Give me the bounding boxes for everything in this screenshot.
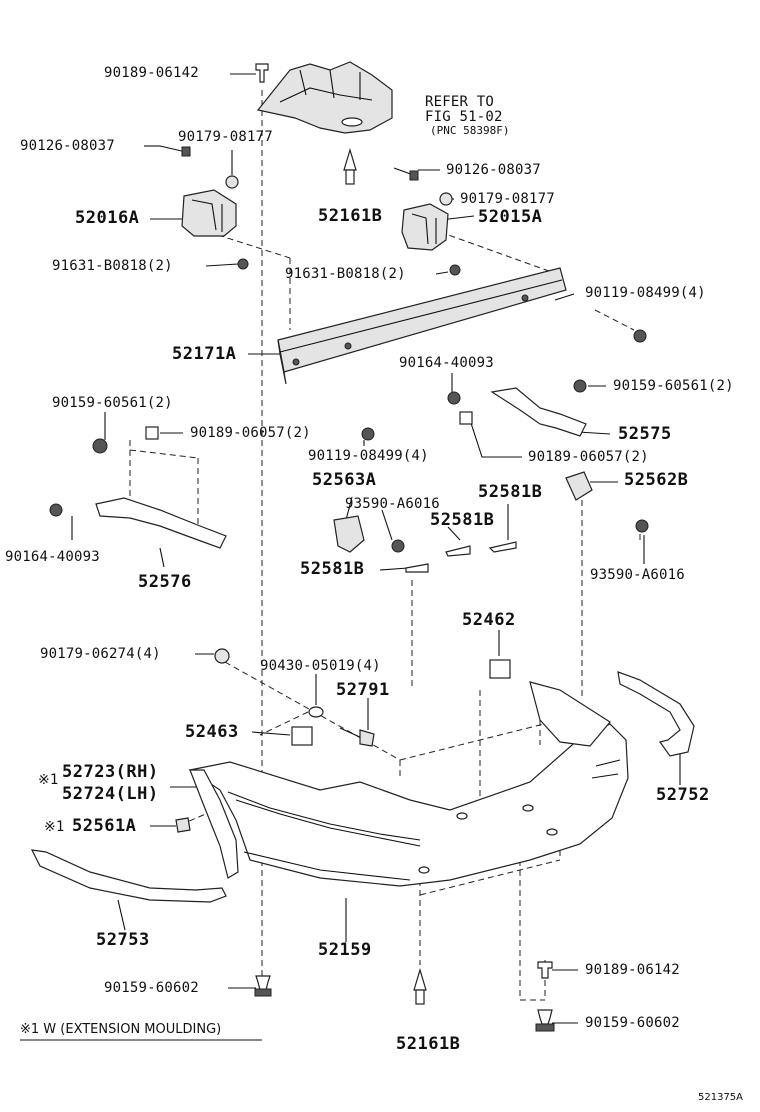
bumper-cover-52159	[188, 681, 629, 887]
label-52752: 52752	[656, 785, 710, 805]
label-90126-08037-left: 90126-08037	[20, 138, 115, 154]
retainer-52575	[490, 387, 587, 437]
label-52463: 52463	[185, 722, 239, 742]
label-52016A: 52016A	[75, 208, 140, 228]
bracket-52016A	[181, 189, 237, 237]
label-52723: 52723(RH)	[62, 762, 159, 782]
label-52171A: 52171A	[172, 344, 237, 364]
label-90189-06142-top: 90189-06142	[104, 65, 199, 81]
label-refer-line1: REFER TO	[425, 94, 495, 110]
bolt-91631-B0818-right	[449, 264, 461, 276]
label-90179-08177-right: 90179-08177	[460, 191, 555, 207]
label-90119-08499-mid: 90119-08499(4)	[308, 448, 429, 464]
label-90119-08499-right: 90119-08499(4)	[585, 285, 706, 301]
label-52575: 52575	[618, 424, 672, 444]
label-52563A: 52563A	[312, 470, 377, 490]
label-93590-A6016-mid: 93590-A6016	[345, 496, 440, 512]
retainer-52563A	[333, 515, 365, 553]
label-52581B-b: 52581B	[430, 510, 495, 530]
label-52576: 52576	[138, 572, 192, 592]
nut-90179-06274	[214, 648, 230, 664]
label-52161B-bottom: 52161B	[396, 1034, 461, 1054]
label-52561A: 52561A	[72, 816, 137, 836]
screw-93590-A6016-mid	[391, 539, 405, 553]
extension-moulding-52723	[189, 769, 239, 879]
label-refer-line3: (PNC 58398F)	[430, 124, 510, 137]
label-90179-08177-left: 90179-08177	[178, 129, 273, 145]
pad-52581B-b	[445, 545, 471, 557]
screw-90164-40093-left	[49, 503, 63, 517]
label-90164-40093-left: 90164-40093	[5, 549, 100, 565]
footnote: ※1 W (EXTENSION MOULDING)	[20, 1022, 222, 1037]
moulding-52752	[617, 671, 695, 757]
label-52723-mark: ※1	[38, 772, 59, 788]
label-93590-A6016-right: 93590-A6016	[590, 567, 685, 583]
screw-90159-60602-left	[254, 975, 272, 997]
screw-90164-40093-mid	[447, 391, 461, 405]
label-90164-40093-mid: 90164-40093	[399, 355, 494, 371]
bracket-52015A	[401, 203, 449, 251]
nut-90179-08177-left	[225, 175, 239, 189]
label-52791: 52791	[336, 680, 390, 700]
label-52581B-c: 52581B	[300, 559, 365, 579]
retainer-52576	[95, 497, 227, 549]
screw-90159-60602-right	[535, 1009, 555, 1032]
clip-52161B-bottom	[413, 967, 427, 1005]
label-52462: 52462	[462, 610, 516, 630]
clip-52561A	[175, 817, 191, 833]
label-52015A: 52015A	[478, 207, 543, 227]
label-90159-60561-right: 90159-60561(2)	[613, 378, 734, 394]
stud-52791	[339, 727, 375, 747]
clip-90189-06142-bottom	[537, 961, 553, 979]
label-90159-60602-left: 90159-60602	[104, 980, 199, 996]
label-52562B: 52562B	[624, 470, 689, 490]
label-90189-06057-right: 90189-06057(2)	[528, 449, 649, 465]
washer-90430-05019	[308, 706, 324, 718]
label-91631-B0818-left: 91631-B0818(2)	[52, 258, 173, 274]
label-90179-06274: 90179-06274(4)	[40, 646, 161, 662]
label-refer-line2: FIG 51-02	[425, 109, 503, 125]
pad-52581B-c	[405, 563, 429, 573]
retainer-52562B	[565, 471, 593, 501]
block-52463	[291, 726, 313, 746]
label-90189-06142-bottom: 90189-06142	[585, 962, 680, 978]
nut-90179-08177-right	[439, 192, 453, 206]
moulding-52753	[30, 849, 227, 903]
label-52753: 52753	[96, 930, 150, 950]
label-91631-B0818-right: 91631-B0818(2)	[285, 266, 406, 282]
under-cover-part	[256, 61, 393, 134]
bolt-91631-B0818-left	[237, 258, 249, 270]
bolt-90119-08499-right	[633, 329, 647, 343]
bolt-90126-08037-left	[159, 145, 191, 157]
label-90126-08037-right: 90126-08037	[446, 162, 541, 178]
label-52724: 52724(LH)	[62, 784, 159, 804]
pad-52581B-a	[488, 541, 517, 553]
label-90159-60561-left: 90159-60561(2)	[52, 395, 173, 411]
label-90159-60602-right: 90159-60602	[585, 1015, 680, 1031]
drawing-code: 521375A	[698, 1092, 744, 1103]
block-52462	[489, 659, 511, 679]
screw-90159-60561-left	[92, 438, 108, 454]
screw-90159-60561-right	[573, 379, 587, 393]
label-52161B-top: 52161B	[318, 206, 383, 226]
clip-52161B-top	[343, 147, 357, 185]
bolt-90126-08037-right	[393, 167, 419, 181]
label-90430-05019: 90430-05019(4)	[260, 658, 381, 674]
clip-90189-06142-top	[255, 63, 269, 83]
label-90189-06057-left: 90189-06057(2)	[190, 425, 311, 441]
screw-93590-A6016-right	[635, 519, 649, 533]
label-52561A-mark: ※1	[44, 819, 65, 835]
clip-90189-06057-right	[459, 411, 473, 425]
bolt-90119-08499-mid	[361, 427, 375, 441]
reinforcement-52171A	[277, 267, 567, 385]
label-52159: 52159	[318, 940, 372, 960]
label-52581B-a: 52581B	[478, 482, 543, 502]
clip-90189-06057-left	[145, 426, 159, 440]
